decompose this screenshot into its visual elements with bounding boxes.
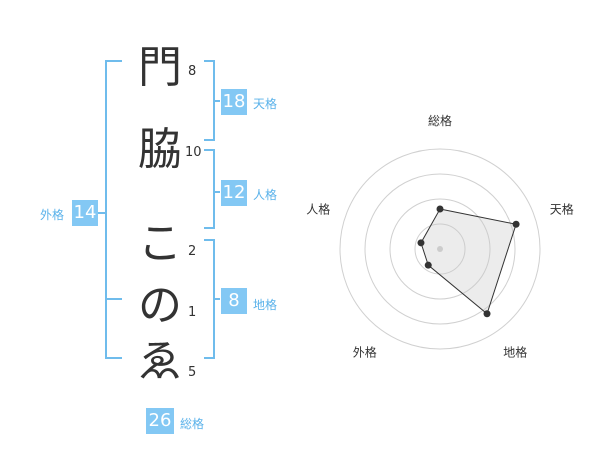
tenkaku-value-badge: 18: [221, 89, 247, 115]
chikaku-value-badge: 8: [221, 288, 247, 314]
name-char-4: の: [138, 280, 182, 331]
stroke-count-5: 5: [188, 365, 197, 380]
chikaku-label: 地格: [253, 298, 278, 312]
radar-ring-2: [389, 198, 491, 300]
stroke-count-4: 1: [188, 305, 197, 320]
tenkaku-label: 天格: [253, 97, 278, 111]
radar-point-5: [417, 239, 425, 247]
radar-point-4: [424, 261, 432, 269]
jinkaku-value-badge: 12: [221, 180, 247, 206]
radar-ring-3: [364, 173, 516, 325]
radar-point-3: [483, 310, 491, 318]
name-char-2: 脇: [138, 124, 182, 175]
radar-axis-label-1: 総格: [428, 113, 452, 128]
radar-axis-label-5: 人格: [306, 201, 330, 216]
gaikaku-value-badge: 14: [72, 200, 98, 226]
stroke-count-2: 10: [185, 145, 202, 160]
gaikaku-label: 外格: [40, 208, 65, 222]
soukaku-label: 総格: [180, 417, 205, 431]
radar-polygon: [420, 208, 517, 315]
radar-point-1: [436, 205, 444, 213]
radar-ring-4: [339, 148, 541, 350]
radar-axis-label-2: 天格: [550, 201, 574, 216]
radar-ring-1: [414, 223, 466, 275]
radar-point-2: [512, 220, 520, 228]
jinkaku-label: 人格: [253, 188, 278, 202]
stroke-count-3: 2: [188, 244, 197, 259]
radar-center: [437, 246, 443, 252]
soukaku-value-badge: 26: [146, 408, 174, 434]
radar-axis-label-3: 地格: [503, 345, 527, 360]
jinkaku-bracket: [204, 149, 215, 229]
name-char-5: ゑ: [138, 336, 182, 387]
radar-axis-label-4: 外格: [353, 345, 377, 360]
gaikaku-bracket: [105, 60, 122, 359]
name-char-1: 門: [138, 42, 182, 93]
stroke-count-1: 8: [188, 64, 197, 79]
name-char-3: こ: [138, 218, 182, 269]
